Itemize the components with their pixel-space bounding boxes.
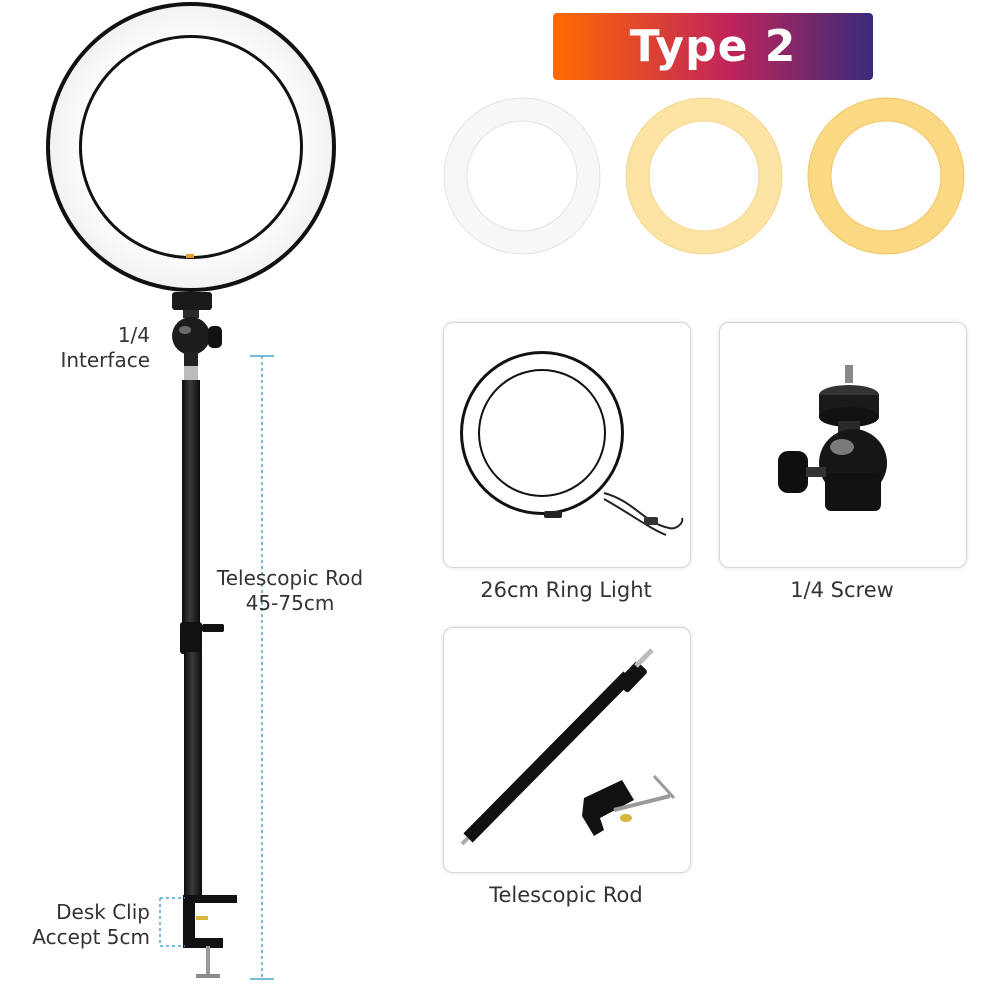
type-badge: Type 2 bbox=[553, 13, 873, 80]
rod-label-line1: Telescopic Rod bbox=[216, 566, 364, 590]
rod-card bbox=[443, 627, 691, 873]
rod-label-line2: 45-75cm bbox=[245, 591, 335, 615]
interface-label: 1/4 Interface bbox=[40, 323, 150, 373]
ring-light-head bbox=[46, 2, 336, 292]
rod-caption: Telescopic Rod bbox=[489, 883, 643, 907]
swatch-white bbox=[443, 97, 601, 255]
swatch-warm-white bbox=[625, 97, 783, 255]
desk-clip-label: Desk Clip Accept 5cm bbox=[4, 900, 150, 950]
screw-caption: 1/4 Screw bbox=[790, 578, 894, 602]
swatch-warm-yellow bbox=[807, 97, 965, 255]
desk-clip-label-line1: Desk Clip bbox=[56, 900, 150, 924]
ring-light-icon bbox=[460, 351, 684, 536]
dimension-lines bbox=[159, 355, 274, 980]
screw-card bbox=[719, 322, 967, 568]
type-badge-text: Type 2 bbox=[629, 21, 797, 72]
ring-light-stand-illustration bbox=[46, 2, 336, 980]
desk-clip-label-line2: Accept 5cm bbox=[32, 925, 150, 949]
telescopic-pole bbox=[180, 366, 224, 902]
interface-label-line1: 1/4 bbox=[117, 323, 150, 347]
interface-label-line2: Interface bbox=[60, 348, 150, 372]
ring-light-card bbox=[443, 322, 691, 568]
ring-light-caption: 26cm Ring Light bbox=[480, 578, 652, 602]
ball-head-screw-icon bbox=[778, 365, 887, 511]
rod-label: Telescopic Rod 45-75cm bbox=[195, 566, 385, 616]
ball-head-mount bbox=[172, 292, 222, 368]
desk-clip bbox=[183, 895, 237, 978]
rod-and-clip-icon bbox=[460, 648, 676, 846]
